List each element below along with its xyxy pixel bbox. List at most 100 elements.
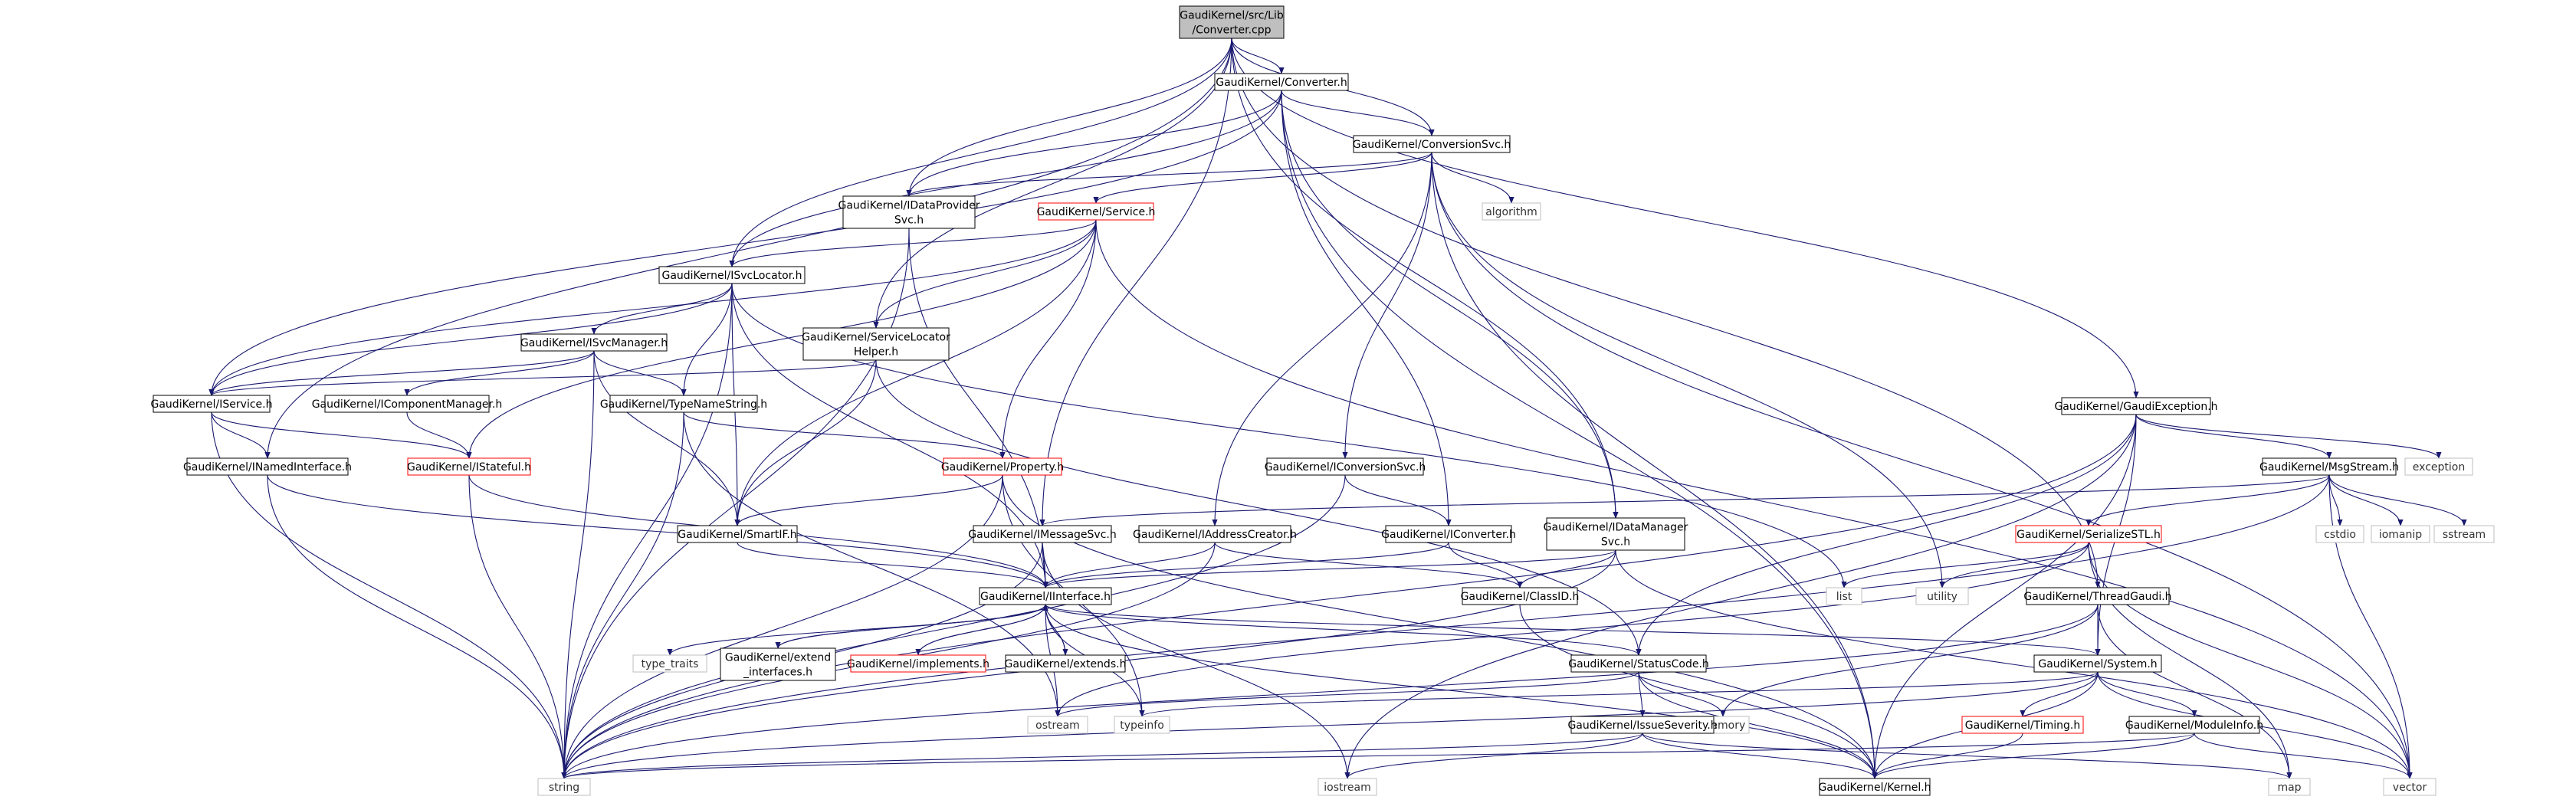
node-issueseverity[interactable]: GaudiKernel/IssueSeverity.h bbox=[1567, 716, 1718, 734]
edge-gaudiexception-to-kernel bbox=[1872, 414, 2137, 779]
node-gaudiexception[interactable]: GaudiKernel/GaudiException.h bbox=[2054, 397, 2218, 415]
node-label-implements-0: GaudiKernel/implements.h bbox=[847, 658, 989, 670]
edge-typenamestring-to-property bbox=[683, 411, 1006, 459]
node-box-sstream bbox=[2433, 525, 2495, 543]
edge-property-to-smartif bbox=[734, 474, 1003, 526]
edge-issueseverity-to-iostream bbox=[1344, 733, 1643, 779]
node-threadgaudi[interactable]: GaudiKernel/ThreadGaudi.h bbox=[2023, 587, 2172, 605]
node-system[interactable]: GaudiKernel/System.h bbox=[2033, 654, 2162, 673]
node-smartif[interactable]: GaudiKernel/SmartIF.h bbox=[677, 525, 798, 543]
node-label-system-0: GaudiKernel/System.h bbox=[2038, 658, 2157, 670]
node-box-isvclocator bbox=[658, 266, 806, 284]
node-timing[interactable]: GaudiKernel/Timing.h bbox=[1961, 716, 2084, 734]
node-isvcmanager[interactable]: GaudiKernel/ISvcManager.h bbox=[520, 333, 668, 352]
edge-iinterface-to-system bbox=[1045, 604, 2101, 656]
node-isvclocator[interactable]: GaudiKernel/ISvcLocator.h bbox=[658, 266, 806, 284]
edge-property-to-string bbox=[561, 474, 1003, 779]
edge-iconversionsvc-to-string bbox=[561, 474, 1346, 779]
node-extends[interactable]: GaudiKernel/extends.h bbox=[1005, 654, 1127, 673]
node-sstream: sstream bbox=[2433, 525, 2495, 543]
node-typeinfo: typeinfo bbox=[1114, 716, 1170, 734]
node-istateful[interactable]: GaudiKernel/IStateful.h bbox=[407, 457, 531, 476]
edge-iinterface-to-statuscode bbox=[1045, 604, 1642, 656]
edge-iaddresscreator-to-iinterface bbox=[1042, 542, 1216, 588]
node-algorithm: algorithm bbox=[1482, 202, 1541, 221]
edge-idataprovider-to-string bbox=[561, 228, 910, 779]
edge-service_h-to-servicelocator bbox=[873, 219, 1097, 329]
node-conversionsvc_h[interactable]: GaudiKernel/ConversionSvc.h bbox=[1353, 135, 1511, 153]
node-label-property-0: GaudiKernel/Property.h bbox=[941, 461, 1064, 474]
node-box-extend_interfaces bbox=[720, 647, 836, 681]
node-msgstream[interactable]: GaudiKernel/MsgStream.h bbox=[2259, 457, 2399, 476]
node-ostream: ostream bbox=[1027, 716, 1088, 734]
node-box-typeinfo bbox=[1114, 716, 1170, 734]
node-classid[interactable]: GaudiKernel/ClassID.h bbox=[1461, 587, 1580, 605]
node-typenamestring[interactable]: GaudiKernel/TypeNameString.h bbox=[600, 395, 767, 413]
edge-conversionsvc_h-to-algorithm bbox=[1431, 152, 1514, 204]
node-box-vector bbox=[2383, 778, 2437, 796]
edge-serializestl-to-vector bbox=[2088, 542, 2413, 779]
node-box-service_h bbox=[1038, 202, 1154, 221]
node-imessagesvc[interactable]: GaudiKernel/IMessageSvc.h bbox=[968, 525, 1117, 543]
edge-issueseverity-to-string bbox=[561, 733, 1643, 779]
node-label-root-1: /Converter.cpp bbox=[1192, 25, 1271, 37]
node-statuscode[interactable]: GaudiKernel/StatusCode.h bbox=[1568, 654, 1709, 673]
node-label-sstream-0: sstream bbox=[2443, 529, 2486, 541]
edge-gaudiexception-to-iostream bbox=[1344, 414, 2137, 779]
edge-converter_h-to-iconverter bbox=[1281, 90, 1452, 526]
edge-msgstream-to-iomanip bbox=[2328, 474, 2404, 526]
node-label-icomponentmgr-0: GaudiKernel/IComponentManager.h bbox=[312, 398, 503, 411]
node-inamedinterface[interactable]: GaudiKernel/INamedInterface.h bbox=[183, 457, 352, 476]
edge-extend_interfaces-to-iinterface bbox=[777, 604, 1048, 649]
node-moduleinfo[interactable]: GaudiKernel/ModuleInfo.h bbox=[2125, 716, 2263, 734]
node-service_h[interactable]: GaudiKernel/Service.h bbox=[1037, 202, 1156, 221]
node-kernel[interactable]: GaudiKernel/Kernel.h bbox=[1818, 778, 1931, 796]
node-iostream: iostream bbox=[1318, 778, 1377, 796]
node-box-exception bbox=[2404, 457, 2473, 476]
node-iservice[interactable]: GaudiKernel/IService.h bbox=[151, 395, 273, 413]
node-iaddresscreator[interactable]: GaudiKernel/IAddressCreator.h bbox=[1133, 525, 1297, 543]
node-box-issueseverity bbox=[1570, 716, 1715, 734]
node-label-iservice-0: GaudiKernel/IService.h bbox=[151, 398, 273, 411]
node-label-algorithm-0: algorithm bbox=[1485, 206, 1537, 218]
node-iinterface[interactable]: GaudiKernel/IInterface.h bbox=[979, 587, 1112, 605]
edge-isvclocator-to-typenamestring bbox=[681, 283, 733, 396]
node-type_traits: type_traits bbox=[632, 654, 707, 673]
node-cstdio: cstdio bbox=[2315, 525, 2364, 543]
node-serializestl[interactable]: GaudiKernel/SerializeSTL.h bbox=[2015, 525, 2162, 543]
edge-idatamanager-to-classid bbox=[1517, 549, 1616, 588]
node-label-string-0: string bbox=[549, 782, 579, 794]
edge-classid-to-kernel bbox=[1519, 604, 1878, 779]
node-label-list-0: list bbox=[1836, 591, 1852, 603]
node-iomanip: iomanip bbox=[2371, 525, 2430, 543]
edge-system-to-timing bbox=[2020, 671, 2099, 717]
node-implements[interactable]: GaudiKernel/implements.h bbox=[847, 654, 989, 673]
node-property[interactable]: GaudiKernel/Property.h bbox=[941, 457, 1064, 476]
edge-isvclocator-to-list bbox=[731, 283, 1847, 588]
node-converter_h[interactable]: GaudiKernel/Converter.h bbox=[1214, 73, 1349, 91]
node-iconversionsvc[interactable]: GaudiKernel/IConversionSvc.h bbox=[1265, 457, 1426, 476]
node-label-istateful-0: GaudiKernel/IStateful.h bbox=[407, 461, 531, 474]
edge-iconverter-to-iinterface bbox=[1042, 542, 1449, 588]
node-label-map-0: map bbox=[2277, 782, 2301, 794]
node-label-serializestl-0: GaudiKernel/SerializeSTL.h bbox=[2016, 529, 2161, 541]
edge-timing-to-kernel bbox=[1872, 733, 2023, 779]
node-label-extend_interfaces-1: _interfaces.h bbox=[743, 667, 812, 679]
node-label-smartif-0: GaudiKernel/SmartIF.h bbox=[678, 529, 796, 541]
node-iconverter[interactable]: GaudiKernel/IConverter.h bbox=[1381, 525, 1516, 543]
node-label-classid-0: GaudiKernel/ClassID.h bbox=[1461, 591, 1580, 603]
edge-idatamanager-to-iinterface bbox=[1042, 549, 1616, 588]
edge-root-to-converter_h bbox=[1231, 38, 1285, 74]
node-extend_interfaces[interactable]: GaudiKernel/extend_interfaces.h bbox=[720, 647, 836, 681]
edge-gaudiexception-to-exception bbox=[2135, 414, 2442, 459]
edge-conversionsvc_h-to-service_h bbox=[1093, 152, 1432, 204]
node-label-iconverter-0: GaudiKernel/IConverter.h bbox=[1381, 529, 1516, 541]
edge-root-to-imessagesvc bbox=[1039, 38, 1232, 526]
node-utility: utility bbox=[1915, 587, 1969, 605]
edge-servicelocator-to-iservice bbox=[208, 359, 877, 396]
node-icomponentmgr[interactable]: GaudiKernel/IComponentManager.h bbox=[312, 395, 503, 413]
edge-smartif-to-iinterface bbox=[737, 542, 1048, 588]
